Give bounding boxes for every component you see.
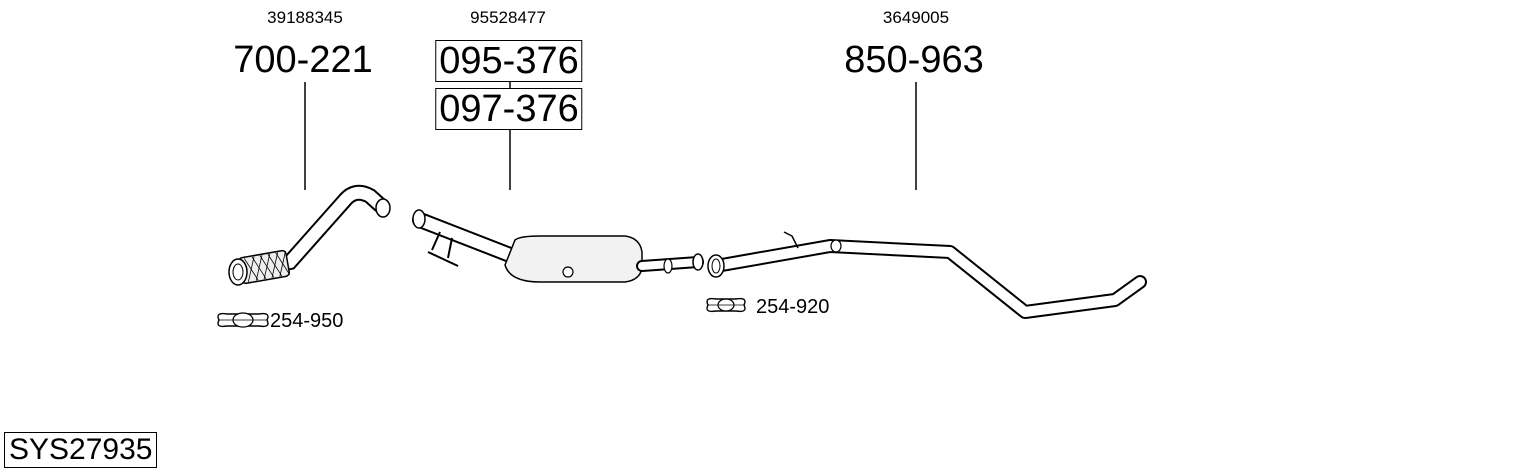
part-number-700-221[interactable]: 700-221 [233, 39, 373, 81]
system-code: SYS27935 [4, 432, 158, 468]
pipe-clamp-icon [217, 312, 269, 328]
pipe-clamp-icon [706, 297, 746, 313]
clamp-number-254-950[interactable]: 254-950 [270, 310, 344, 332]
oe-number: 3649005 [882, 8, 950, 27]
oe-number: 95528477 [470, 8, 546, 27]
part-number-850-963[interactable]: 850-963 [844, 39, 984, 81]
converter-drawing [412, 209, 704, 283]
part-number-095-376[interactable]: 095-376 [435, 40, 583, 82]
part-number-097-376[interactable]: 097-376 [435, 88, 583, 130]
clamp-number-254-920[interactable]: 254-920 [756, 296, 830, 318]
rear-pipe-drawing [707, 231, 1147, 319]
front-pipe-drawing [228, 184, 391, 286]
oe-number: 39188345 [267, 8, 343, 27]
